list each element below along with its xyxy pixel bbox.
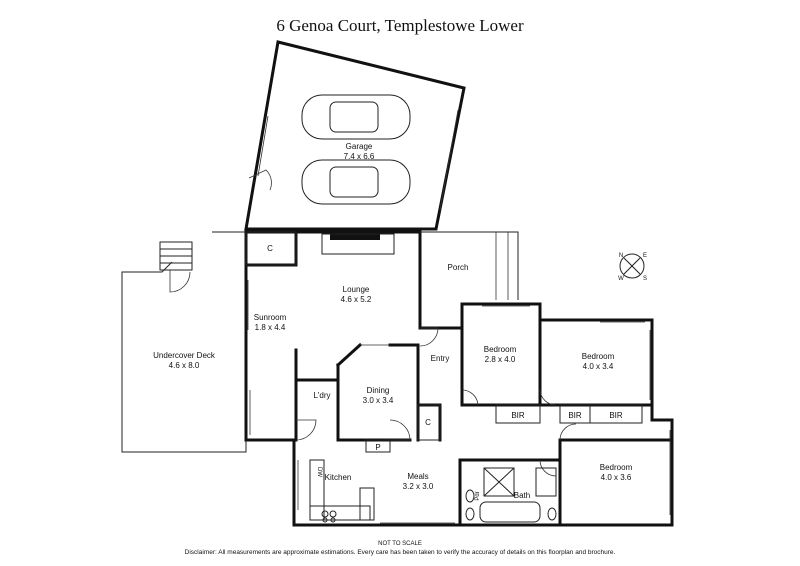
dishwasher-label: DW xyxy=(316,467,322,477)
hearth xyxy=(321,233,395,255)
pantry-label: P xyxy=(375,443,380,452)
cupboard-entry-label: C xyxy=(425,418,431,427)
compass-e: E xyxy=(643,253,647,259)
bir1-box xyxy=(495,404,541,424)
meals-size: 3.2 x 3.0 xyxy=(403,482,434,491)
compass-s: S xyxy=(643,276,647,282)
sunroom-label: Sunroom xyxy=(254,313,287,322)
bedroom2-label: Bedroom xyxy=(582,352,615,361)
bedroom3-label: Bedroom xyxy=(600,463,633,472)
deck-door xyxy=(169,270,191,293)
compass-w: W xyxy=(618,276,624,282)
deck-size: 4.6 x 8.0 xyxy=(169,361,200,370)
lounge-size: 4.6 x 5.2 xyxy=(341,295,372,304)
bathroom-fixtures xyxy=(465,467,557,523)
compass-n: N xyxy=(619,253,623,259)
basin xyxy=(465,507,475,521)
toilet xyxy=(465,489,475,503)
powder-label: Pdr xyxy=(475,491,481,500)
bath-label: Bath xyxy=(514,491,530,500)
vanity xyxy=(535,467,557,497)
kitchen-label: Kitchen xyxy=(325,473,352,482)
bir1-label: BIR xyxy=(511,411,525,420)
laundry-label: L'dry xyxy=(313,391,330,400)
scale-note: NOT TO SCALE xyxy=(378,541,422,547)
bedroom3-size: 4.0 x 3.6 xyxy=(601,473,632,482)
kitchen-bench xyxy=(309,459,375,523)
car-icon xyxy=(301,159,411,205)
lounge-label: Lounge xyxy=(343,285,370,294)
pantry-box xyxy=(365,439,391,453)
garage-label: Garage xyxy=(346,142,373,151)
plan-title: 6 Genoa Court, Templestowe Lower xyxy=(276,16,524,35)
windows xyxy=(247,280,671,524)
cupboard-lounge-label: C xyxy=(267,244,273,253)
shower xyxy=(483,467,515,497)
bir2-label: BIR xyxy=(568,411,582,420)
deck-label: Undercover Deck xyxy=(153,351,216,360)
disclaimer: Disclaimer: All measurements are approxi… xyxy=(184,549,616,556)
garage-side-door xyxy=(248,169,272,191)
doors xyxy=(295,327,577,477)
garage-size: 7.4 x 6.6 xyxy=(344,152,375,161)
car-icon xyxy=(301,94,411,140)
dining-label: Dining xyxy=(367,386,390,395)
sunroom-size: 1.8 x 4.4 xyxy=(255,323,286,332)
bedroom1-size: 2.8 x 4.0 xyxy=(485,355,516,364)
garage-door-line xyxy=(439,109,459,211)
lounge-cupboard xyxy=(245,231,297,266)
garage xyxy=(244,40,466,231)
garage-walls xyxy=(244,40,466,231)
deck-outline xyxy=(121,231,247,453)
porch-label: Porch xyxy=(448,263,469,272)
entry-label: Entry xyxy=(431,354,450,363)
fireplace xyxy=(330,234,380,240)
meals-label: Meals xyxy=(407,472,428,481)
porch xyxy=(420,231,519,300)
compass-icon: N E S W xyxy=(618,253,647,282)
garage-window xyxy=(257,115,269,177)
dining-size: 3.0 x 3.4 xyxy=(363,396,394,405)
bir3-label: BIR xyxy=(609,411,623,420)
undercover-deck xyxy=(121,231,247,453)
bedroom1-label: Bedroom xyxy=(484,345,517,354)
bir3-box xyxy=(589,404,643,424)
bathtub xyxy=(479,501,541,523)
bedroom2-size: 4.0 x 3.4 xyxy=(583,362,614,371)
entry-cupboard xyxy=(417,404,441,441)
